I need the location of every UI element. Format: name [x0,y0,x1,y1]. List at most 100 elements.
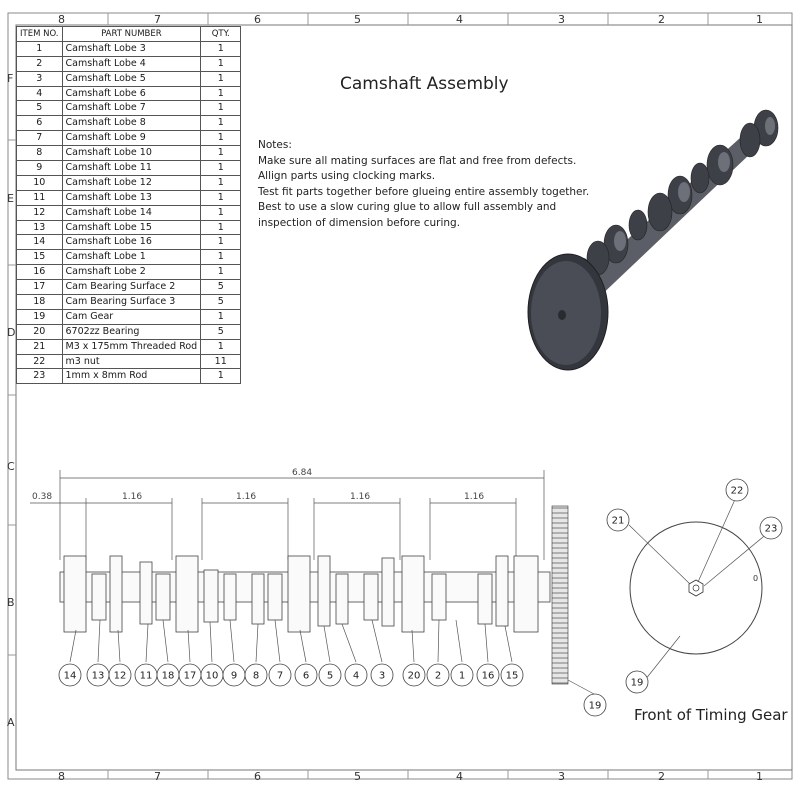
bom-item-no: 19 [16,308,63,325]
balloon-label: 19 [589,701,602,712]
bom-qty: 1 [200,338,242,355]
bom-item-no: 20 [16,323,63,340]
bom-item-no: 7 [16,130,63,147]
balloon-circle [759,516,783,540]
bom-qty: 1 [200,204,242,221]
balloon-label: 10 [206,671,219,682]
row-zone-letter: C [7,460,15,473]
balloon-label: 11 [140,671,153,682]
balloon-label: 1 [459,671,465,682]
balloon-label: 8 [253,671,259,682]
gear-view-caption: Front of Timing Gear [634,706,788,724]
bom-part-number: Camshaft Lobe 6 [61,85,202,102]
camshaft-side-view [59,555,551,633]
balloon-circle [450,663,474,687]
column-zone-number-bottom: 7 [154,770,161,783]
bom-qty: 11 [200,353,242,370]
bom-part-number: Camshaft Lobe 16 [61,234,202,251]
balloon-circle [625,670,649,694]
bom-item-no: 3 [16,70,63,87]
balloon-label: 13 [92,671,105,682]
bom-qty: 1 [200,100,242,117]
balloon-circle [244,663,268,687]
leader-lines [69,619,595,695]
bom-qty: 5 [200,294,242,310]
bom-qty: 1 [200,160,242,176]
note-line: Best to use a slow curing glue to allow … [258,201,557,213]
bom-qty: 1 [200,145,242,162]
balloon-circle [606,508,630,532]
balloon-label: 14 [64,671,77,682]
balloon-label: 20 [408,671,421,682]
offset-dimension: 0.38 [32,492,52,502]
bom-part-number: Camshaft Lobe 10 [61,145,202,162]
bom-part-number: Cam Gear [61,308,202,325]
bom-item-no: 5 [16,100,63,117]
bom-part-number: Camshaft Lobe 15 [61,219,202,236]
bom-part-number: 6702zz Bearing [61,323,202,340]
bom-item-no: 10 [16,174,63,191]
bom-part-number: Camshaft Lobe 11 [61,160,202,176]
balloon-label: 22 [731,486,744,497]
bom-part-number: Camshaft Lobe 1 [61,249,202,266]
zone-ticks [8,13,709,779]
bom-part-number: Camshaft Lobe 3 [61,40,202,57]
bom-qty: 1 [200,189,242,206]
balloon-label: 5 [327,671,333,682]
isometric-camshaft-view [527,109,779,371]
bom-item-no: 17 [16,279,63,296]
balloon-label: 18 [162,671,175,682]
balloon-circle [344,663,368,687]
balloon-circle [108,663,132,687]
bom-qty: 1 [200,219,242,236]
row-zone-letter: E [7,192,14,205]
bom-part-number: Camshaft Lobe 5 [61,70,202,87]
column-zone-number-top: 1 [756,13,763,26]
bom-qty: 1 [200,308,242,325]
balloon-label: 2 [435,671,441,682]
balloon-circle [58,663,82,687]
column-zone-number-bottom: 4 [456,770,463,783]
bom-qty: 5 [200,279,242,296]
balloon-label: 6 [303,671,309,682]
balloon-label: 9 [231,671,237,682]
row-zone-letter: F [7,72,14,85]
balloon-circle [725,478,749,502]
column-zone-number-top: 6 [254,13,261,26]
balloon-circle [583,693,607,717]
bom-part-number: Cam Bearing Surface 2 [61,279,202,296]
balloon-circle [318,663,342,687]
bom-item-no: 22 [16,353,63,370]
column-zone-number-bottom: 8 [58,770,65,783]
drawing-border [15,24,793,771]
column-zone-number-bottom: 5 [354,770,361,783]
column-zone-number-bottom: 6 [254,770,261,783]
column-zone-number-bottom: 3 [558,770,565,783]
bom-qty: 1 [200,249,242,266]
drawing-title: Camshaft Assembly [340,74,509,94]
bom-item-no: 15 [16,249,63,266]
bom-part-number: Camshaft Lobe 2 [61,264,202,281]
balloon-circle [370,663,394,687]
balloon-label: 19 [631,678,644,689]
bom-part-number: Camshaft Lobe 7 [61,100,202,117]
bom-item-no: 11 [16,189,63,206]
notes-block: Notes: Make sure all mating surfaces are… [258,138,589,231]
bom-item-no: 8 [16,145,63,162]
